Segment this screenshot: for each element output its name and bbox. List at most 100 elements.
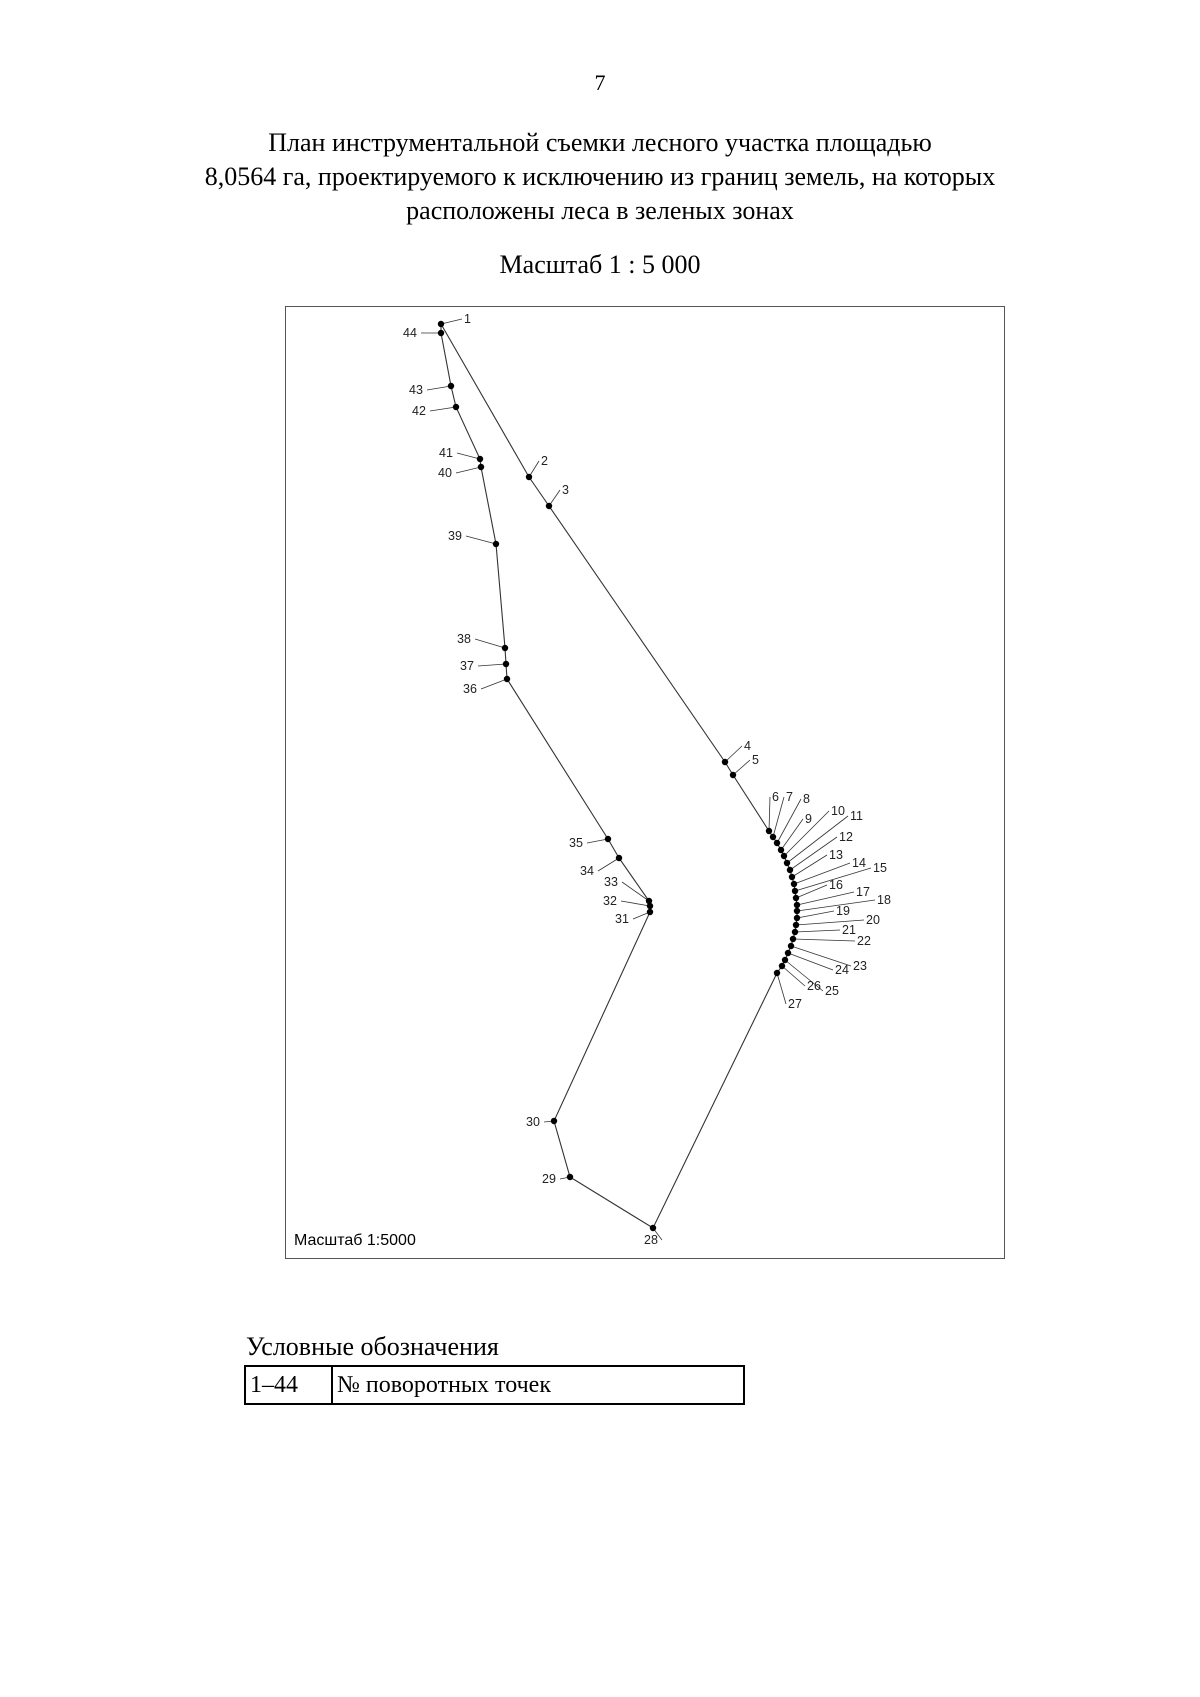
legend-row: 1–44 № поворотных точек <box>244 1365 745 1405</box>
boundary-point-marker <box>781 956 789 964</box>
boundary-point-marker <box>502 660 510 668</box>
point-leader-line <box>456 452 481 460</box>
point-leader-line <box>429 406 457 412</box>
point-number-label: 23 <box>853 959 867 973</box>
point-number-label: 6 <box>772 790 779 804</box>
point-leader-line <box>548 489 561 507</box>
scale-heading: Масштаб 1 : 5 000 <box>499 250 701 279</box>
boundary-point-marker <box>780 852 788 860</box>
point-number-label: 15 <box>873 861 887 875</box>
point-leader-line <box>620 900 651 907</box>
boundary-point-marker <box>545 502 553 510</box>
legend-key: 1–44 <box>244 1365 333 1405</box>
point-number-label: 41 <box>439 446 453 460</box>
boundary-point-marker <box>550 1117 558 1125</box>
point-number-label: 32 <box>603 894 617 908</box>
legend-table: 1–44 № поворотных точек <box>244 1365 745 1405</box>
point-number-label: 19 <box>836 904 850 918</box>
boundary-point-marker <box>501 644 509 652</box>
point-number-label: 3 <box>562 483 569 497</box>
point-number-label: 1 <box>464 312 471 326</box>
point-number-label: 14 <box>852 856 866 870</box>
point-number-label: 44 <box>403 326 417 340</box>
point-number-label: 27 <box>788 997 802 1011</box>
point-number-label: 29 <box>542 1172 556 1186</box>
point-leader-line <box>787 952 834 971</box>
boundary-point-marker <box>789 935 797 943</box>
point-leader-line <box>732 759 751 776</box>
point-number-label: 39 <box>448 529 462 543</box>
boundary-point-marker <box>721 758 729 766</box>
point-number-label: 13 <box>829 848 843 862</box>
point-number-label: 37 <box>460 659 474 673</box>
point-leader-line <box>440 318 463 325</box>
boundary-point-marker <box>791 928 799 936</box>
point-leader-line <box>794 867 872 892</box>
point-number-label: 40 <box>438 466 452 480</box>
boundary-point-marker <box>784 949 792 957</box>
point-number-label: 35 <box>569 836 583 850</box>
boundary-point-marker <box>447 382 455 390</box>
boundary-point-marker <box>492 540 500 548</box>
boundary-point-marker <box>604 835 612 843</box>
point-number-label: 31 <box>615 912 629 926</box>
point-leader-line <box>465 535 497 545</box>
title-line: План инструментальной съемки лесного уча… <box>268 128 932 157</box>
legend-value: № поворотных точек <box>331 1365 745 1405</box>
point-leader-line <box>783 810 830 857</box>
point-leader-line <box>796 899 876 912</box>
point-leader-line <box>768 796 771 832</box>
point-leader-line <box>789 836 838 871</box>
boundary-point-marker <box>793 914 801 922</box>
boundary-point-marker <box>769 833 777 841</box>
boundary-point-marker <box>452 403 460 411</box>
point-number-label: 7 <box>786 790 793 804</box>
boundary-point-marker <box>646 908 654 916</box>
boundary-point-marker <box>477 463 485 471</box>
point-leader-line <box>791 854 828 878</box>
point-number-label: 5 <box>752 753 759 767</box>
boundary-point-marker <box>791 887 799 895</box>
point-leader-line <box>784 959 824 992</box>
boundary-point-marker <box>566 1173 574 1181</box>
point-leader-line <box>586 838 609 844</box>
point-number-label: 26 <box>807 979 821 993</box>
boundary-point-marker <box>476 455 484 463</box>
point-leader-line <box>724 745 743 763</box>
boundary-point-marker <box>793 907 801 915</box>
point-leader-line <box>776 798 802 844</box>
point-number-label: 25 <box>825 984 839 998</box>
boundary-point-marker <box>729 771 737 779</box>
legend-title: Условные обозначения <box>246 1332 499 1361</box>
boundary-point-marker <box>792 894 800 902</box>
point-number-label: 9 <box>805 812 812 826</box>
point-leader-line <box>781 965 806 987</box>
boundary-point-marker <box>649 1224 657 1232</box>
boundary-point-marker <box>788 873 796 881</box>
boundary-point-marker <box>793 901 801 909</box>
point-number-label: 20 <box>866 913 880 927</box>
point-number-label: 42 <box>412 404 426 418</box>
boundary-point-marker <box>525 473 533 481</box>
point-leader-line <box>426 385 452 391</box>
boundary-point-marker <box>790 880 798 888</box>
point-leader-line <box>621 881 650 902</box>
boundary-point-marker <box>787 942 795 950</box>
point-number-label: 4 <box>744 739 751 753</box>
point-number-label: 24 <box>835 963 849 977</box>
point-leader-line <box>796 891 855 906</box>
point-leader-line <box>793 862 851 885</box>
point-number-label: 36 <box>463 682 477 696</box>
point-leader-line <box>780 818 804 851</box>
boundary-point-marker <box>503 675 511 683</box>
point-number-label: 38 <box>457 632 471 646</box>
point-leader-line <box>597 857 620 872</box>
point-number-label: 2 <box>541 454 548 468</box>
boundary-point-marker <box>646 902 654 910</box>
point-number-label: 10 <box>831 804 845 818</box>
point-leader-line <box>795 884 828 899</box>
boundary-point-marker <box>786 866 794 874</box>
parcel-boundary <box>440 321 798 1229</box>
